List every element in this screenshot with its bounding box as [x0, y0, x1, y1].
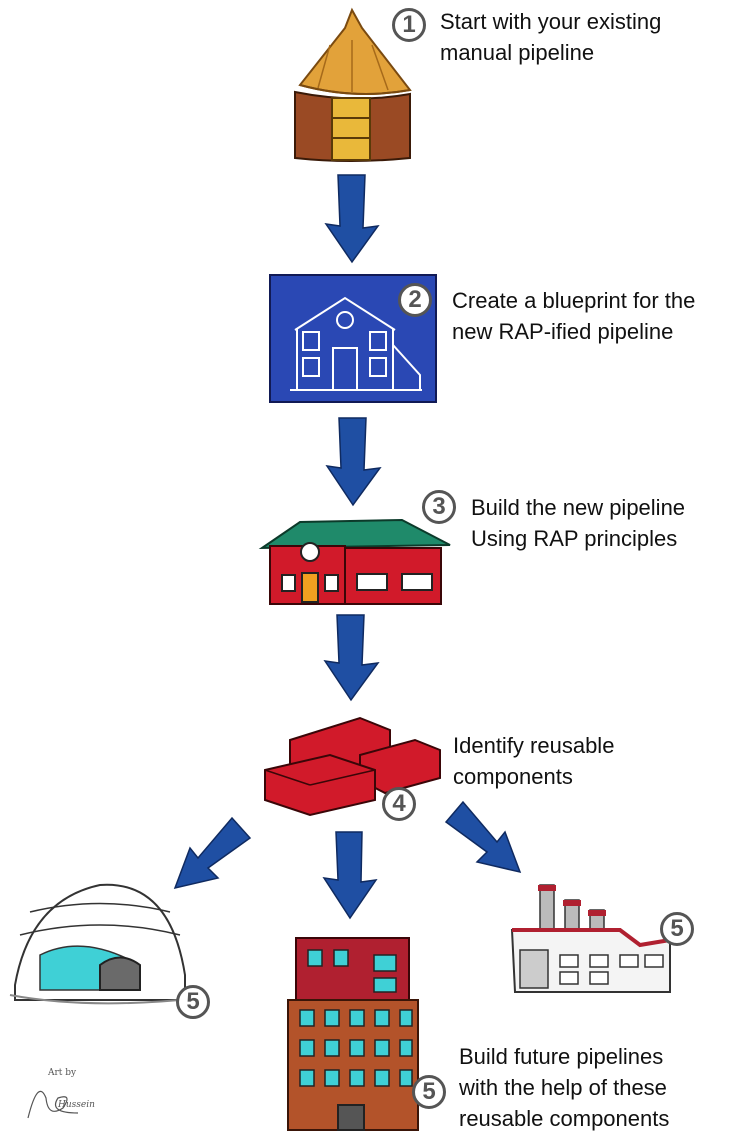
- step-5-line-3: reusable components: [459, 1106, 670, 1131]
- art-credit-small: Art by: [48, 1068, 77, 1078]
- igloo-badge: 5: [176, 985, 210, 1019]
- step-1-line-2: manual pipeline: [440, 40, 595, 65]
- art-credit-signature: Hussein: [58, 1100, 95, 1110]
- hut-roof: [298, 7, 412, 95]
- step-4-line-2: components: [453, 764, 573, 789]
- step-4-badge: 4: [382, 787, 416, 821]
- step-4-line-1: Identify reusable: [453, 733, 615, 758]
- step-5-line-2: with the help of these: [459, 1075, 667, 1100]
- step-4-text: Identify reusable components: [453, 730, 614, 792]
- step-1-line-1: Start with your existing: [440, 9, 662, 34]
- step-3-badge: 3: [422, 490, 456, 524]
- step-3-line-2: Using RAP principles: [471, 526, 678, 551]
- step-2-badge: 2: [398, 283, 432, 317]
- tower-badge: 5: [412, 1075, 446, 1109]
- step-1-badge: 1: [392, 8, 426, 42]
- hut-wall: [294, 90, 411, 162]
- signature-mark: [27, 1090, 79, 1119]
- art-credit: Art by Hussein: [18, 1068, 98, 1128]
- step-5-line-1: Build future pipelines: [459, 1044, 664, 1069]
- step-2-line-1: Create a blueprint for the: [452, 288, 696, 313]
- step-5-text: Build future pipelines with the help of …: [459, 1041, 669, 1134]
- step-2-line-2: new RAP-ified pipeline: [452, 319, 674, 344]
- step-1-text: Start with your existing manual pipeline: [440, 6, 661, 68]
- step-3-text: Build the new pipeline Using RAP princip…: [471, 492, 685, 554]
- factory-badge: 5: [660, 912, 694, 946]
- step-3-line-1: Build the new pipeline: [471, 495, 686, 520]
- step-2-text: Create a blueprint for the new RAP-ified…: [452, 285, 695, 347]
